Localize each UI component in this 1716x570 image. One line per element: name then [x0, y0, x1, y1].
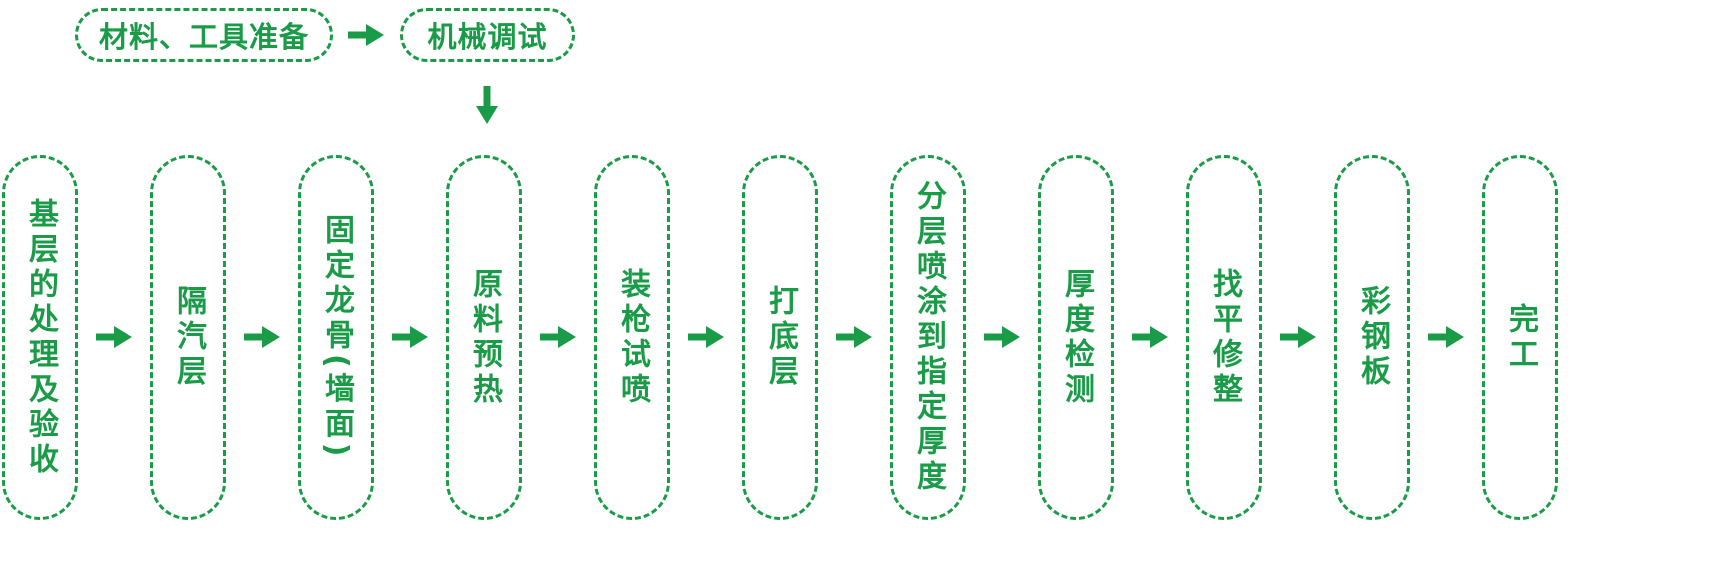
flow-step-vapor-barrier: 隔汽层	[150, 155, 226, 520]
flow-step-layered-spray: 分层喷涂到指定厚度	[890, 155, 966, 520]
flow-step-label: 彩钢板	[1355, 285, 1390, 390]
arrow-right-icon	[540, 326, 576, 348]
arrow-right-icon	[1280, 326, 1316, 348]
arrow-right-icon	[1428, 326, 1464, 348]
flow-step-label: 装枪试喷	[615, 267, 650, 408]
arrow-right-icon	[836, 326, 872, 348]
flow-step-preheat-material: 原料预热	[446, 155, 522, 520]
flow-step-label: 基层的处理及验收	[23, 197, 58, 478]
flow-step-materials-tools: 材料、工具准备	[75, 8, 333, 62]
arrow-right-icon	[688, 326, 724, 348]
flow-step-label: 原料预热	[467, 267, 502, 408]
flow-step-leveling-trim: 找平修整	[1186, 155, 1262, 520]
flow-step-label: 厚度检测	[1059, 267, 1094, 408]
flow-step-base-treatment: 基层的处理及验收	[2, 155, 78, 520]
flow-step-label: 隔汽层	[171, 285, 206, 390]
flow-step-fix-keel: 固定龙骨(墙面)	[298, 155, 374, 520]
flow-step-machine-debug: 机械调试	[400, 8, 575, 62]
flow-step-completion: 完工	[1482, 155, 1558, 520]
flow-step-color-steel-plate: 彩钢板	[1334, 155, 1410, 520]
flow-step-label: 找平修整	[1207, 267, 1242, 408]
flow-step-label: 机械调试	[427, 20, 548, 54]
arrow-right-icon	[392, 326, 428, 348]
flow-step-base-coat: 打底层	[742, 155, 818, 520]
flow-step-thickness-check: 厚度检测	[1038, 155, 1114, 520]
arrow-right-icon	[984, 326, 1020, 348]
arrow-right-icon	[244, 326, 280, 348]
arrow-right-icon	[348, 24, 384, 46]
arrow-right-icon	[96, 326, 132, 348]
arrow-right-icon	[1132, 326, 1168, 348]
flow-step-label: 分层喷涂到指定厚度	[911, 180, 946, 495]
flow-step-label: 打底层	[763, 285, 798, 390]
arrow-down-icon	[476, 86, 498, 124]
flow-step-label: 固定龙骨(墙面)	[319, 213, 354, 462]
flow-step-label: 完工	[1503, 302, 1538, 373]
flow-step-label: 材料、工具准备	[98, 20, 309, 54]
flow-step-gun-test-spray: 装枪试喷	[594, 155, 670, 520]
